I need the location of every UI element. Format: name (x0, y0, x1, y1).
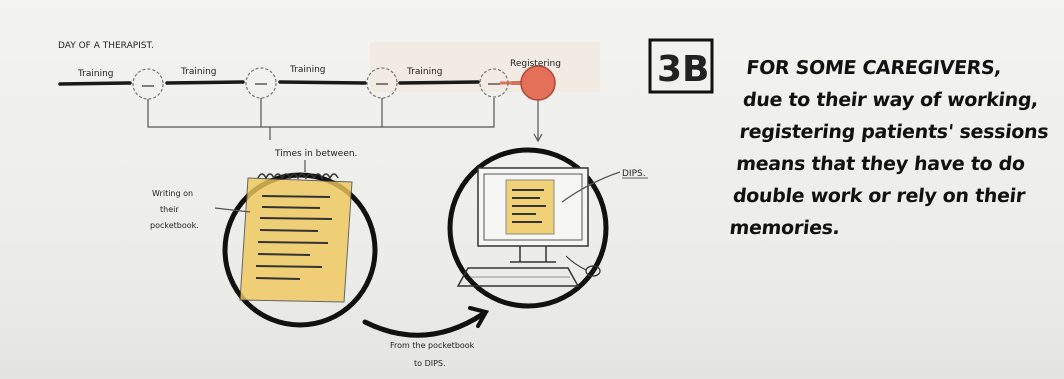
statement-line-1: FOR SOME CAREGIVERS, (745, 52, 1064, 84)
writing-note-line-2: their (160, 205, 179, 214)
transfer-note-line-2: to DIPS. (414, 359, 446, 368)
statement-line-5: double work or rely on their (731, 180, 1054, 212)
statement-line-4: means that they have to do (735, 148, 1058, 180)
statement-line-2: due to their way of working, (741, 84, 1064, 116)
statement-line-6: memories. (728, 212, 1051, 244)
times-between-label: Times in between. (274, 149, 357, 159)
statement-line-3: registering patients' sessions (738, 116, 1061, 148)
pocketbook-paper (240, 174, 352, 302)
registering-label: Registering (510, 59, 561, 69)
transfer-arrow (365, 314, 483, 335)
registering-circle (521, 66, 555, 100)
break-circle-2 (246, 68, 276, 98)
diagram-title: DAY OF A THERAPIST. (58, 41, 154, 51)
timeline-line (60, 82, 522, 84)
breaks-bracket (148, 98, 494, 140)
segment-label-1: Training (77, 69, 114, 79)
dips-label: DIPS. (622, 169, 646, 179)
segment-label-2: Training (180, 67, 217, 77)
badge-label: 3B (657, 49, 710, 90)
transfer-note-line-1: From the pocketbook (390, 341, 475, 350)
statement-text: FOR SOME CAREGIVERS, due to their way of… (728, 52, 1064, 244)
segment-label-4: Training (406, 67, 443, 77)
segment-label-3: Training (289, 65, 326, 75)
break-circle-1 (133, 69, 163, 99)
writing-note-line-3: pocketbook. (150, 221, 199, 230)
writing-note-line-1: Writing on (152, 189, 193, 198)
computer-monitor (478, 168, 588, 262)
